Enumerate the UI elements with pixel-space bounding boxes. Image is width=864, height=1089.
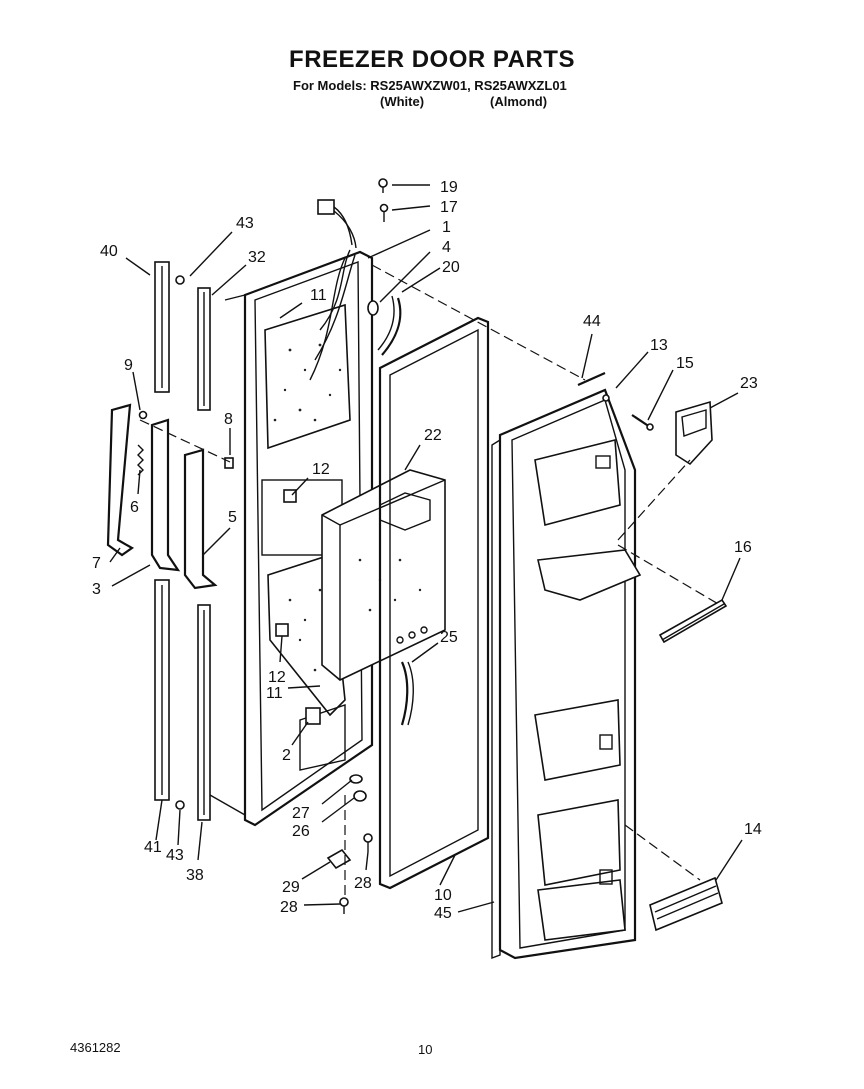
callout-17: 17 (440, 199, 458, 216)
callout-45: 45 (434, 905, 452, 922)
handle-3 (150, 418, 181, 572)
callout-40: 40 (100, 243, 118, 260)
callout-14: 14 (744, 821, 762, 838)
callout-22: 22 (424, 427, 442, 444)
washer-17 (379, 203, 389, 222)
callout-29: 29 (282, 879, 300, 896)
almond-label: (Almond) (490, 94, 548, 109)
page-title: FREEZER DOOR PARTS (289, 46, 575, 73)
callout-43-bottom: 43 (166, 847, 184, 864)
handle-5 (183, 448, 218, 590)
callout-15: 15 (676, 355, 694, 372)
callout-20: 20 (442, 259, 460, 276)
wire-connector (317, 199, 357, 249)
callout-27: 27 (292, 805, 310, 822)
cover-14 (649, 876, 723, 932)
dispenser-housing-22 (321, 469, 446, 681)
screw-28-lower (339, 897, 349, 914)
washer-27 (349, 774, 363, 784)
callout-12-lower: 12 (268, 669, 286, 686)
liner-seal-45 (491, 438, 501, 960)
callout-11-top: 11 (310, 287, 327, 304)
screw-13 (602, 394, 610, 402)
document-number: 4361282 (70, 1040, 121, 1055)
spring-6 (137, 444, 144, 476)
callout-1: 1 (442, 219, 451, 236)
hinge-29 (326, 848, 352, 870)
handle-38 (197, 604, 211, 821)
clip-8 (224, 457, 234, 469)
tube-25 (400, 661, 414, 726)
callout-9: 9 (124, 357, 133, 374)
callout-11-lower: 11 (266, 685, 283, 702)
screw-43-top (175, 275, 185, 285)
callout-43-top: 43 (236, 215, 254, 232)
callout-19: 19 (440, 179, 458, 196)
callout-41: 41 (144, 839, 162, 856)
screw-19 (378, 178, 388, 193)
callout-6: 6 (130, 499, 139, 516)
handle-trim-41 (154, 579, 170, 801)
door-gasket-10 (378, 316, 490, 890)
handle-32 (197, 287, 211, 411)
callout-3: 3 (92, 581, 101, 598)
pin-15 (631, 414, 654, 431)
callout-26: 26 (292, 823, 310, 840)
rail-16 (658, 598, 728, 644)
callout-28-upper: 28 (354, 875, 372, 892)
callout-5: 5 (228, 509, 237, 526)
callout-2: 2 (282, 747, 291, 764)
callout-12-upper: 12 (312, 461, 330, 478)
callout-8: 8 (224, 411, 233, 428)
handle-bracket-7 (106, 403, 135, 557)
grommet-4 (367, 300, 379, 316)
callout-32: 32 (248, 249, 266, 266)
callout-7: 7 (92, 555, 101, 572)
callout-10: 10 (434, 887, 452, 904)
funnel-23 (675, 400, 713, 466)
door-liner (498, 388, 642, 960)
callout-23: 23 (740, 375, 758, 392)
trim-44 (577, 371, 606, 387)
callout-16: 16 (734, 539, 752, 556)
callout-13: 13 (650, 337, 668, 354)
tube-20 (377, 295, 402, 356)
handle-trim-40 (154, 261, 170, 393)
callout-28-lower: 28 (280, 899, 298, 916)
white-label: (White) (380, 94, 425, 109)
callout-25: 25 (440, 629, 458, 646)
models-line: For Models: RS25AWXZW01, RS25AWXZL01 (293, 78, 567, 93)
bushing-26 (353, 790, 367, 802)
hinge-2 (305, 707, 321, 725)
callout-38: 38 (186, 867, 204, 884)
page-number: 10 (418, 1042, 433, 1057)
screw-28-upper (363, 833, 373, 852)
screw-43-bottom (175, 800, 185, 810)
bracket-12-lower (275, 623, 289, 637)
screw-9 (138, 410, 148, 420)
callout-4: 4 (442, 239, 451, 256)
callout-44: 44 (583, 313, 601, 330)
leader-lines (109, 184, 743, 913)
